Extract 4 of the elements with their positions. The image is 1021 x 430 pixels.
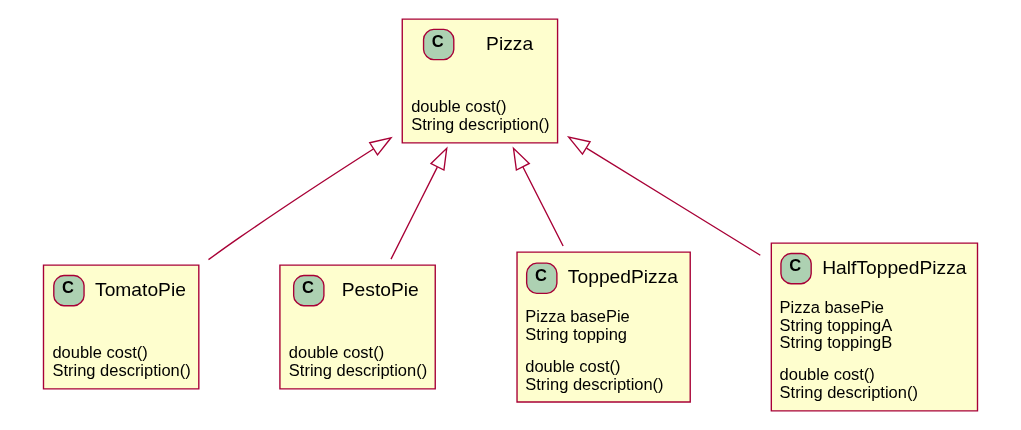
arrow <box>566 136 761 256</box>
arrow <box>512 146 564 247</box>
arrow <box>207 136 393 261</box>
arrow <box>390 146 448 260</box>
